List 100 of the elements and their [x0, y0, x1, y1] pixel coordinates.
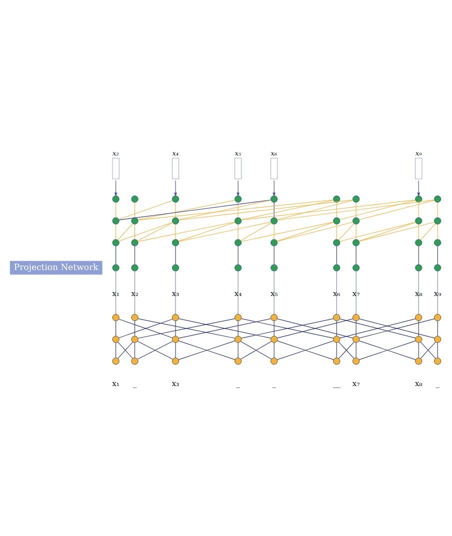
connector	[241, 318, 334, 338]
connector	[339, 318, 416, 338]
node-circle	[415, 335, 422, 342]
node-circle	[112, 314, 120, 321]
node-circle	[131, 314, 138, 321]
node-circle	[333, 216, 340, 224]
connector	[338, 341, 354, 358]
connector	[336, 270, 337, 314]
connector	[336, 320, 337, 336]
connector	[358, 318, 435, 338]
node-circle	[270, 314, 278, 321]
node-circle	[333, 195, 340, 202]
node-circle	[131, 195, 138, 202]
connector	[437, 245, 438, 264]
node-circle	[352, 264, 360, 271]
connector	[178, 222, 236, 241]
node-circle	[172, 238, 180, 246]
node-circle	[333, 357, 340, 364]
node-circle	[333, 264, 340, 271]
connector	[138, 318, 236, 338]
connector	[175, 270, 176, 314]
arrow	[114, 180, 118, 196]
connector	[178, 340, 236, 360]
connector	[276, 340, 334, 360]
connector	[276, 200, 354, 220]
node-circle	[434, 335, 442, 342]
connector	[178, 221, 272, 242]
connector	[420, 222, 436, 240]
node-circle	[270, 357, 278, 364]
connector	[175, 342, 176, 358]
connector	[118, 200, 173, 220]
node-circle	[415, 195, 422, 202]
node-circle	[434, 357, 442, 364]
connector	[418, 320, 419, 336]
node-circle	[172, 195, 180, 202]
connector	[339, 221, 416, 242]
node-circle	[270, 264, 278, 271]
node-circle	[415, 238, 422, 246]
node-circle	[234, 335, 242, 342]
connector	[241, 221, 334, 242]
connector	[118, 222, 134, 240]
connector	[118, 199, 272, 220]
connector	[418, 342, 419, 358]
connector	[336, 202, 337, 218]
connector	[241, 199, 416, 220]
node-circle	[415, 216, 422, 224]
node-circle	[112, 238, 120, 246]
node-box: Projection Network	[10, 260, 102, 274]
node-circle	[172, 264, 180, 271]
node-circle	[270, 335, 278, 342]
node-circle	[131, 216, 138, 224]
connector	[240, 340, 272, 359]
node-circle	[112, 357, 120, 364]
node-circle	[172, 314, 180, 321]
node-circle	[270, 195, 278, 202]
node-circle	[234, 195, 242, 202]
node-circle	[234, 314, 242, 321]
connector	[358, 222, 416, 241]
connector	[358, 200, 435, 220]
node-circle	[131, 264, 138, 271]
connector	[418, 270, 419, 314]
connector	[437, 320, 438, 336]
connector	[138, 221, 236, 242]
connector	[418, 245, 419, 264]
node-circle	[333, 314, 340, 321]
node-box	[415, 157, 422, 179]
connector	[241, 199, 334, 220]
connector	[336, 223, 337, 240]
connector	[277, 199, 435, 220]
arrow	[174, 180, 177, 196]
node-box	[234, 157, 242, 179]
node-circle	[172, 335, 180, 342]
node-box	[172, 157, 180, 179]
connector	[175, 202, 176, 218]
connector	[437, 202, 438, 218]
node-circle	[352, 238, 360, 246]
node-circle	[333, 238, 340, 246]
connector	[138, 199, 236, 220]
connector	[276, 318, 354, 338]
node-circle	[415, 357, 422, 364]
connector	[178, 199, 354, 220]
connector	[178, 199, 272, 220]
node-circle	[131, 357, 138, 364]
connector	[358, 340, 416, 360]
node-circle	[434, 264, 442, 271]
connector	[276, 222, 334, 241]
node-circle	[270, 238, 278, 246]
node-circle	[333, 335, 340, 342]
node-circle	[352, 195, 360, 202]
connector	[418, 223, 419, 240]
connector	[358, 221, 435, 242]
connector	[118, 318, 173, 338]
connector	[138, 199, 334, 220]
connector	[175, 245, 176, 264]
node-circle	[112, 216, 120, 224]
node-box	[270, 157, 278, 179]
node-circle	[415, 314, 422, 321]
connector	[437, 270, 438, 314]
connector	[134, 320, 136, 336]
connector	[437, 223, 438, 240]
